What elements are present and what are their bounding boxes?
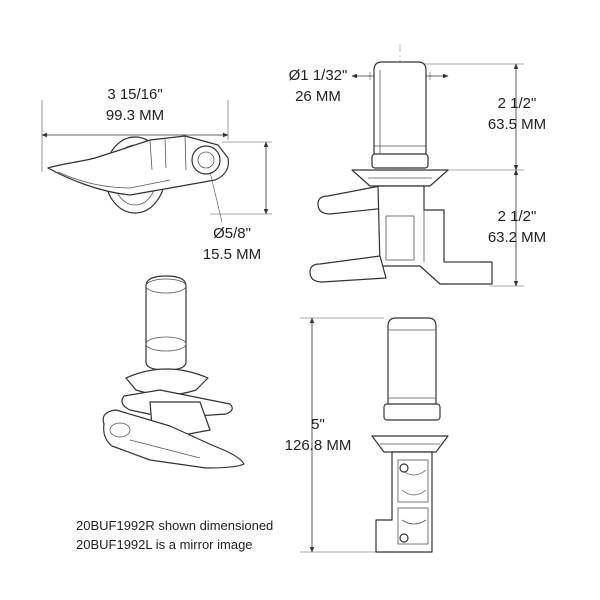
top-view: 3 15/16" 99.3 MM Ø5/8" 15.5 MM [41, 86, 272, 263]
total-height-inch-label: 5" [311, 416, 325, 433]
body [377, 185, 493, 285]
note-line-2: 20BUF1992L is a mirror image [76, 537, 253, 552]
isometric-view [102, 275, 245, 469]
total-height-mm-label: 126.8 MM [285, 437, 352, 454]
hole-inch-label: Ø5/8" [213, 225, 251, 242]
front-collar [383, 403, 441, 421]
front-view-part [371, 317, 449, 553]
pivot-hole [191, 145, 221, 175]
shaft [373, 61, 427, 159]
iso-shaft [145, 275, 187, 371]
upper-arm [317, 185, 387, 215]
notes: 20BUF1992R shown dimensioned 20BUF1992L … [76, 518, 273, 552]
curved-arm [47, 135, 230, 196]
shaft-diameter-inch-label: Ø1 1/32" [289, 67, 348, 84]
length-inch-label: 3 15/16" [107, 86, 162, 103]
length-mm-label: 99.3 MM [106, 107, 164, 124]
front-bolt-top [399, 463, 409, 473]
shaft-diameter-mm-label: 26 MM [295, 88, 341, 105]
lower-height-mm-label: 63.2 MM [488, 229, 546, 246]
front-bolt-bottom [399, 533, 409, 543]
lower-arm [309, 255, 387, 283]
top-view-part [47, 135, 230, 223]
note-line-1: 20BUF1992R shown dimensioned [76, 518, 273, 533]
hole-mm-label: 15.5 MM [203, 246, 261, 263]
side-view: Ø1 1/32" 26 MM 2 1/2" 63.5 MM 2 1/2" 63.… [289, 44, 546, 287]
front-shaft [387, 317, 437, 407]
side-view-part [309, 61, 493, 285]
iso-hook-arm [102, 409, 245, 469]
upper-height-mm-label: 63.5 MM [488, 116, 546, 133]
hole-leader [209, 171, 223, 223]
lower-height-inch-label: 2 1/2" [498, 208, 537, 225]
upper-height-inch-label: 2 1/2" [498, 95, 537, 112]
shaft-collar [371, 153, 429, 169]
front-view: 5" 126.8 MM [285, 317, 449, 553]
